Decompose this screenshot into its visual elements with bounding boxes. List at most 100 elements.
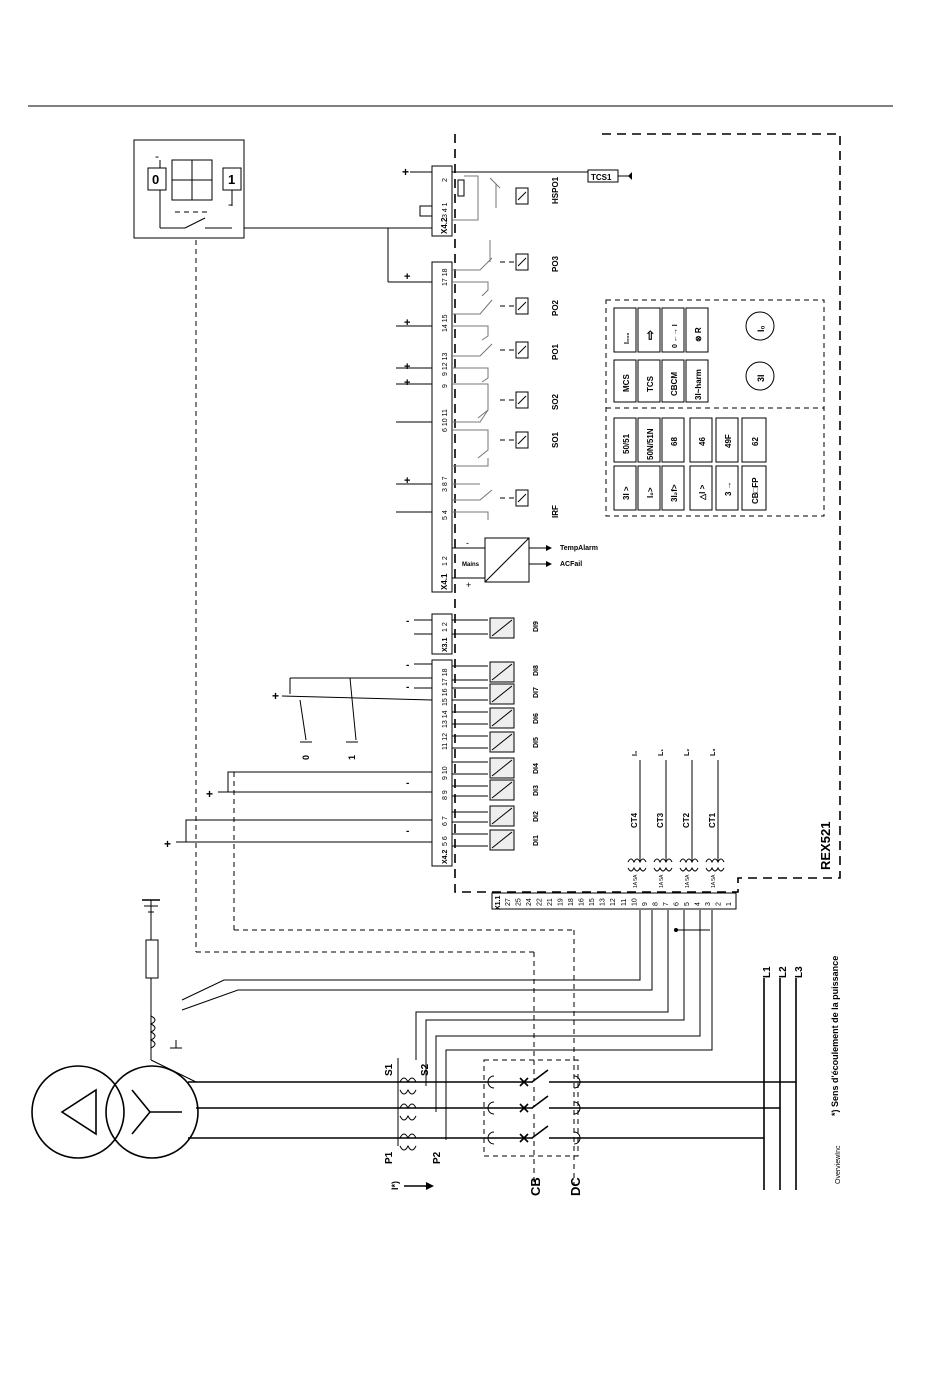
di7-input: DI7 (452, 683, 540, 705)
switch-minus: - (155, 149, 159, 163)
svg-text:0 ←→ I: 0 ←→ I (672, 324, 679, 348)
term-hspo1: 2 (442, 178, 449, 182)
di9-minus: - (406, 616, 409, 627)
x11-terminal-number: 13 (600, 898, 607, 906)
earthing-resistor (142, 899, 197, 1083)
svg-text:68: 68 (670, 437, 679, 446)
di3-input: DI3 (452, 779, 540, 801)
ct-label: CT1 (708, 812, 717, 828)
current-arrow-label: I*) (390, 1181, 400, 1190)
prot-50n-code (637, 417, 661, 463)
psu-plus: + (466, 580, 471, 590)
svg-text:3I: 3I (756, 374, 766, 382)
breaker-disconnector: CB DC (483, 1059, 583, 1196)
acfail-label: ACFail (560, 561, 582, 568)
term-po1: 9 12 13 (442, 353, 449, 376)
generator (31, 1065, 199, 1159)
ct-current-label: L₁ (658, 749, 665, 756)
di5-input: DI5 (452, 731, 540, 753)
term-di4: 9 10 (442, 766, 449, 780)
term-di2: 6 7 (442, 816, 449, 826)
mon-tcs (637, 359, 661, 403)
x11-terminal-number: 27 (505, 898, 512, 906)
di34-minus: - (406, 778, 409, 789)
so1-plus: + (404, 475, 410, 487)
svg-text:I₀₀₀: I₀₀₀ (624, 333, 631, 344)
prot-5051-code (613, 417, 637, 463)
di8-label: DI8 (533, 665, 540, 676)
x11-terminal-number: 15 (589, 898, 596, 906)
po1-label: PO1 (551, 343, 560, 360)
di6-input: DI6 (452, 707, 540, 729)
po1-plus: + (404, 361, 410, 373)
switch-zero-label: 0 (152, 172, 159, 187)
s1-label: S1 (384, 1063, 395, 1076)
hspo1-label: HSPO1 (551, 176, 560, 204)
term-so2: 9 (442, 384, 449, 388)
di8-input: DI8 (452, 661, 540, 683)
x11-terminal-number: 9 (642, 902, 649, 906)
svg-text:CB□FP: CB□FP (751, 477, 760, 504)
svg-text:I₀>: I₀> (646, 487, 655, 498)
x42-output-block: X4.2 X4.1 2 3 4 1 17 18 14 15 9 12 13 9 … (431, 165, 453, 593)
ctrl-counter (613, 307, 637, 353)
mon-mcs (613, 359, 637, 403)
ct-rating: 1A 5A (711, 874, 717, 888)
svg-text:50/51: 50/51 (622, 433, 631, 454)
x42-input-block: X4.2 17 18 15 16 13 14 11 12 9 10 8 9 6 … (431, 659, 453, 867)
x11-terminal-number: 21 (547, 898, 554, 906)
ct-rating: 1A 5A (633, 874, 639, 888)
power-flow-arrow: I*) (390, 1181, 434, 1190)
mains-label: Mains (462, 562, 480, 568)
prot-68-sym (661, 465, 685, 511)
di-external-wiring: - - + 0 1 + - + - (164, 660, 575, 1185)
term-hspo1-b: 3 4 1 (442, 202, 449, 218)
relay-irf: IRF (396, 489, 560, 520)
term-di7: 15 16 (442, 688, 449, 706)
connector-x42-top: X4.2 (440, 217, 449, 234)
control-switch: 0 1 - - (133, 139, 245, 239)
selector-one: 1 (347, 755, 357, 760)
tcs1-label: TCS1 (591, 173, 612, 182)
figure-name: OverviewInc (835, 1145, 842, 1184)
term-irf: 5 4 (442, 510, 449, 520)
di8-minus: - (406, 660, 409, 671)
term-so1-b: 3 8 7 (442, 476, 449, 492)
di6-label: DI6 (533, 713, 540, 724)
svg-text:3I >: 3I > (622, 486, 631, 500)
prot-62-sym (741, 465, 767, 511)
svg-text:50N/51N: 50N/51N (646, 428, 655, 460)
di2-label: DI2 (533, 811, 540, 822)
relay-po3: + PO3 (396, 240, 560, 297)
po3-label: PO3 (551, 255, 560, 272)
di12-plus: + (164, 837, 171, 851)
x11-terminal-number: 1 (726, 902, 733, 906)
di4-input: DI4 (452, 757, 540, 779)
phase-switchgear (487, 1095, 581, 1115)
po3-plus: + (404, 271, 410, 283)
l2-label: L2 (778, 966, 789, 978)
phase-switchgear (487, 1069, 581, 1089)
irf-label: IRF (551, 505, 560, 518)
di2-input: DI2 (452, 805, 540, 827)
ctrl-arrow (637, 307, 661, 353)
po2-plus: + (404, 317, 410, 329)
x11-terminal-number: 16 (579, 898, 586, 906)
l3-label: L3 (794, 966, 805, 978)
temp-alarm-label: TempAlarm (560, 545, 598, 552)
prot-68-code (661, 417, 685, 463)
mon-harm (685, 359, 709, 403)
svg-text:CBCM: CBCM (670, 372, 679, 396)
svg-text:I₀: I₀ (756, 325, 766, 332)
x11-terminal-number: 12 (610, 898, 617, 906)
s2-label: S2 (420, 1063, 431, 1076)
p1-label: P1 (384, 1151, 395, 1164)
po2-label: PO2 (551, 299, 560, 316)
x11-terminal-number: 19 (558, 898, 565, 906)
term-di5: 11 12 (442, 733, 449, 750)
di9-label: DI9 (533, 621, 540, 632)
term-di1: 5 6 (442, 836, 449, 846)
